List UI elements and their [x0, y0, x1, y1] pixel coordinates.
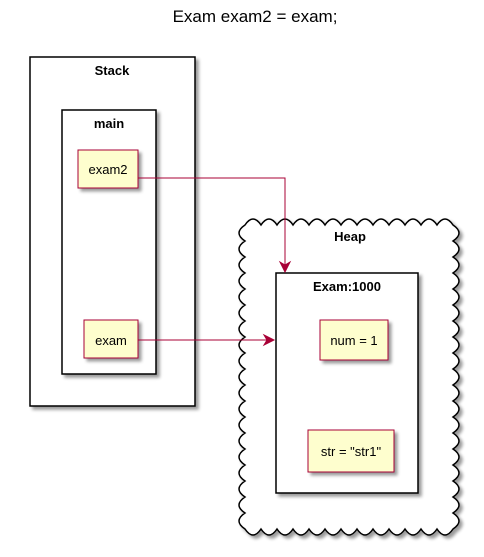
- field-str-label: str = "str1": [321, 444, 382, 459]
- var-note-exam2: exam2: [77, 149, 139, 189]
- var-exam2-label: exam2: [88, 162, 127, 177]
- reference-exam-arrow: [138, 333, 276, 347]
- heap-label: Heap: [334, 229, 366, 244]
- field-note-str: str = "str1": [307, 429, 395, 473]
- stack-label: Stack: [95, 63, 130, 78]
- field-num-label: num = 1: [330, 333, 377, 348]
- exam-object-label: Exam:1000: [313, 279, 381, 294]
- var-note-exam: exam: [83, 319, 139, 359]
- reference-exam2-arrow: [138, 177, 292, 274]
- main-label: main: [94, 116, 124, 131]
- var-exam-label: exam: [95, 333, 127, 348]
- diagram-title: Exam exam2 = exam;: [173, 7, 338, 26]
- field-note-num: num = 1: [319, 319, 389, 361]
